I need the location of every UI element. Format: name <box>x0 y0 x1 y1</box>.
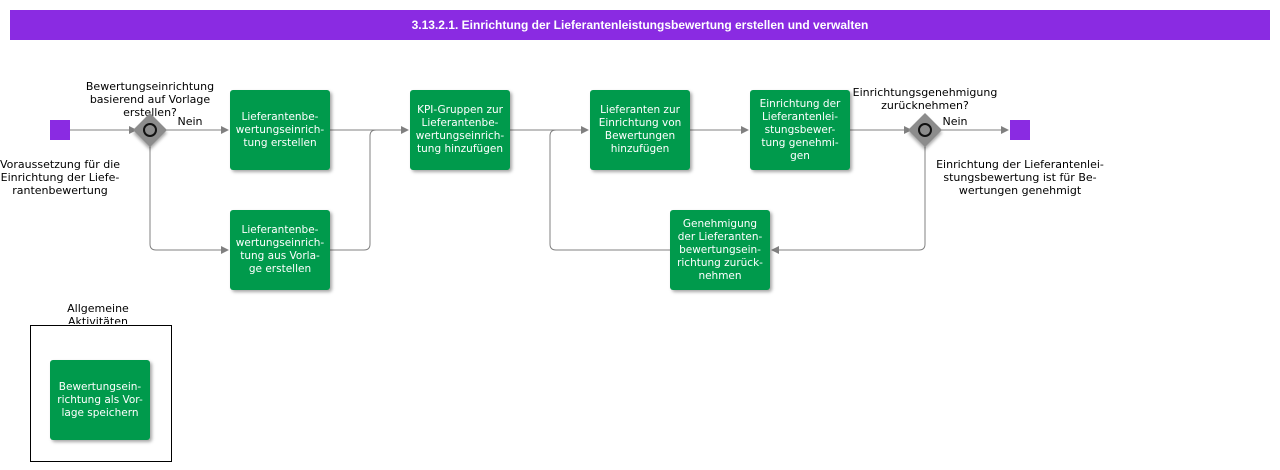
gateway-template-no-label: Nein <box>177 115 203 128</box>
flow-template-to-kpi <box>330 129 377 251</box>
task-add-kpi-groups[interactable]: KPI-Gruppen zur Lieferantenbe- wertungse… <box>410 90 510 170</box>
start-event-label: Voraussetzung für die Einrichtung der Li… <box>0 158 121 197</box>
gateway-template-question: Bewertungseinrichtung basierend auf Vorl… <box>85 80 215 119</box>
end-event[interactable] <box>1010 120 1030 140</box>
diagram-title: 3.13.2.1. Einrichtung der Lieferantenlei… <box>10 10 1270 40</box>
gateway-approval-question: Einrichtungsgenehmigung zurücknehmen? <box>852 86 998 112</box>
task-revoke-approval[interactable]: Genehmigung der Lieferanten- bewertungse… <box>670 210 770 290</box>
flow-gateway-to-revoke <box>771 142 926 254</box>
task-create-setup[interactable]: Lieferantenbe- wertungseinrich- tung ers… <box>230 90 330 170</box>
start-event[interactable] <box>50 120 70 140</box>
flow-gateway-to-template <box>149 142 229 254</box>
task-save-as-template[interactable]: Bewertungsein- richtung als Vor- lage sp… <box>50 360 150 440</box>
gateway-event-ring-icon <box>143 123 157 137</box>
group-general-activities-label: Allgemeine Aktivitäten <box>67 302 129 324</box>
task-approve-setup[interactable]: Einrichtung der Lieferantenlei- stungsbe… <box>750 90 850 170</box>
gateway-event-ring-icon <box>918 123 932 137</box>
task-add-suppliers[interactable]: Lieferanten zur Einrichtung von Bewertun… <box>590 90 690 170</box>
end-event-label: Einrichtung der Lieferantenlei- stungsbe… <box>936 158 1104 197</box>
flow-revoke-to-suppliers <box>549 129 670 251</box>
task-create-from-template[interactable]: Lieferantenbe- wertungseinrich- tung aus… <box>230 210 330 290</box>
gateway-approval-no-label: Nein <box>942 115 968 128</box>
